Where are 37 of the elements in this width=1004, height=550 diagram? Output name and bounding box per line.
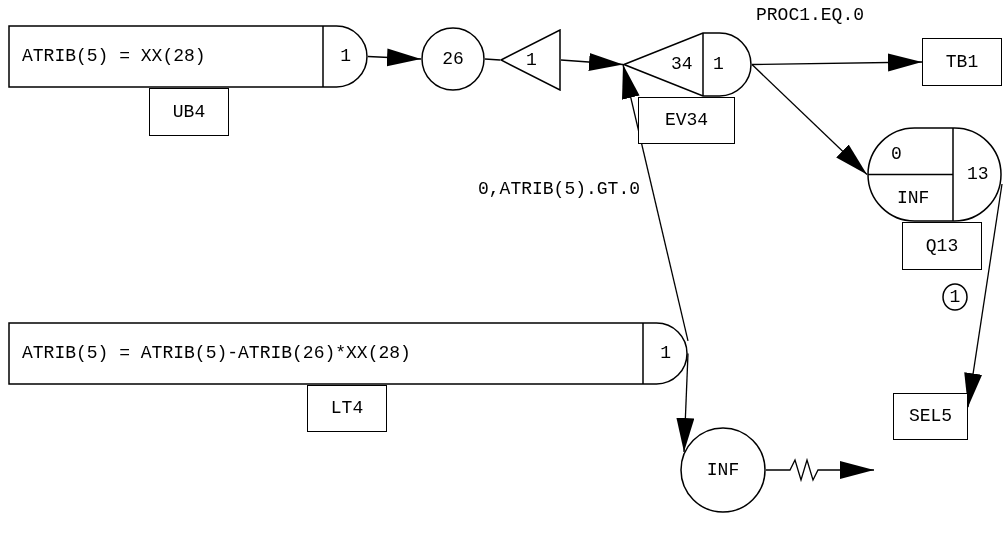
label-box: LT4: [307, 385, 387, 432]
node-text: 26: [441, 48, 465, 71]
file-text: 13: [967, 165, 989, 183]
arrow: [751, 63, 868, 176]
circle-node: [680, 427, 766, 513]
count-text: 1: [340, 47, 351, 65]
edge-label: PROC1.EQ.0: [756, 6, 865, 24]
label-box: Q13: [902, 222, 982, 270]
arrow: [560, 53, 624, 71]
assign-node: [8, 322, 688, 385]
label-box: EV34: [638, 97, 735, 144]
connector-line: [484, 58, 501, 61]
count-text: 1: [660, 344, 671, 362]
queue-node: [867, 127, 1002, 222]
event-code-text: 34: [671, 55, 693, 73]
label-box: SEL5: [893, 393, 968, 440]
circle-node: [421, 27, 485, 91]
event-node: [623, 32, 752, 97]
count-text: 1: [713, 55, 724, 73]
initial-text: 0: [891, 145, 902, 163]
node-text: INF: [705, 459, 741, 482]
formula-text: ATRIB(5) = XX(28): [22, 47, 206, 65]
circle-node: [942, 283, 968, 311]
arrow: [964, 183, 1003, 408]
edge-label: 0,ATRIB(5).GT.0: [478, 180, 641, 198]
label-box: TB1: [922, 38, 1002, 86]
activity-arrow: [765, 457, 875, 483]
capacity-text: INF: [897, 189, 930, 207]
arrow: [367, 48, 422, 67]
arrow: [751, 53, 923, 72]
node-text: 1: [948, 286, 962, 309]
triangle-node: [500, 29, 561, 91]
formula-text: ATRIB(5) = ATRIB(5)-ATRIB(26)*XX(28): [22, 344, 411, 362]
arrow: [622, 63, 689, 342]
assign-node: [8, 25, 368, 88]
node-text: 1: [526, 51, 537, 69]
label-box: UB4: [149, 88, 229, 136]
